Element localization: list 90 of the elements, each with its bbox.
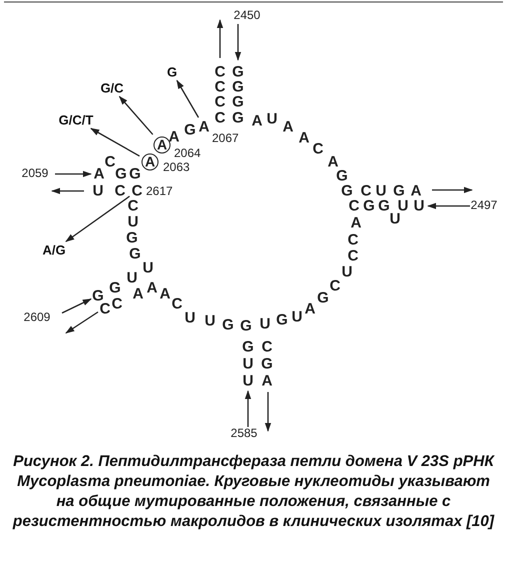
nucleotide-letter: G: [129, 166, 141, 182]
arrow: [176, 80, 200, 118]
nucleotide-letter: G: [341, 184, 353, 198]
position-number: 2067: [212, 132, 239, 144]
nucleotide-letter: C: [348, 248, 358, 264]
nucleotide-letter: A: [198, 120, 210, 134]
nucleotide-letter: G: [363, 198, 375, 214]
nucleotide-letter: C: [330, 278, 340, 294]
nucleotide-letter: G: [276, 312, 288, 328]
nucleotide-letter: G: [232, 80, 244, 94]
nucleotide-letter: A: [350, 216, 362, 230]
mutation-label: G/C: [100, 82, 124, 94]
nucleotide-letter: U: [414, 198, 424, 214]
nucleotide-letter: U: [204, 314, 216, 328]
nucleotide-letter: C: [262, 340, 272, 354]
nucleotide-letter: U: [342, 264, 352, 280]
nucleotide-letter: A: [160, 286, 170, 302]
position-number: 2450: [234, 9, 260, 21]
mutation-label: G: [166, 66, 178, 78]
nucleotide-letter: U: [184, 310, 196, 326]
nucleotide-letter: C: [172, 296, 182, 312]
nucleotide-letter: C: [348, 232, 358, 248]
nucleotide-letter: U: [390, 212, 400, 226]
nucleotide-letter: C: [112, 296, 122, 312]
nucleotide-letter: A: [94, 166, 104, 182]
nucleotide-letter: C: [360, 184, 372, 198]
nucleotide-letter: G: [261, 356, 273, 372]
nucleotide-letter: A: [282, 120, 294, 134]
nucleotide-letter: G: [240, 318, 252, 334]
nucleotide-letter: G: [109, 280, 121, 296]
nucleotide-letter: C: [214, 94, 226, 110]
circled-nucleotide: A: [142, 154, 158, 170]
nucleotide-letter: G: [393, 184, 405, 198]
nucleotide-letter: A: [252, 114, 262, 128]
arrow: [90, 128, 140, 157]
nucleotide-letter: U: [142, 260, 154, 276]
nucleotide-letter: U: [128, 214, 138, 230]
mutation-label: A/G: [42, 244, 66, 256]
nucleotide-letter: G: [378, 198, 390, 214]
nucleotide-letter: G: [336, 168, 348, 184]
nucleotide-letter: C: [214, 64, 226, 80]
nucleotide-letter: C: [114, 184, 126, 198]
nucleotide-letter: G: [92, 288, 104, 304]
nucleotide-letter: U: [92, 184, 104, 198]
nucleotide-letter: G: [184, 122, 196, 138]
nucleotide-letter: U: [242, 374, 254, 388]
nucleotide-letter: G: [129, 246, 141, 262]
nucleotide-letter: A: [298, 130, 310, 146]
nucleotide-letter: G: [317, 290, 329, 306]
nucleotide-letter: G: [126, 230, 138, 246]
nucleotide-letter: U: [376, 184, 386, 198]
nucleotide-letter: C: [312, 142, 324, 156]
circled-nucleotide: A: [154, 136, 170, 154]
nucleotide-letter: U: [126, 270, 138, 286]
nucleotide-letter: A: [328, 154, 338, 170]
nucleotide-letter: U: [242, 356, 254, 372]
nucleotide-letter: G: [115, 166, 127, 182]
position-number: 2063: [163, 161, 190, 173]
nucleotide-letter: A: [304, 302, 316, 316]
nucleotide-letter: C: [104, 154, 116, 170]
nucleotide-letter: U: [266, 112, 278, 126]
nucleotide-letter: U: [398, 198, 408, 214]
figure-caption: Рисунок 2. Пептидилтрансфераза петли домена V 23S рРНК Mycoplasma pneumoniae. Круговые нуклеотиды указывают на общие мутированные положения, связанные с резистентностью макролидов в клинических изолятах [10]: [12, 452, 496, 532]
nucleotide-letter: G: [222, 318, 234, 332]
nucleotide-letter: C: [214, 110, 226, 126]
nucleotide-letter: G: [232, 64, 244, 80]
nucleotide-letter: C: [214, 80, 226, 94]
nucleotide-letter: C: [128, 198, 138, 214]
nucleotide-letter: G: [242, 340, 254, 354]
position-number: 2585: [230, 427, 258, 439]
position-number: 2617: [146, 185, 173, 197]
nucleotide-letter: G: [232, 110, 244, 126]
nucleotide-letter: U: [260, 316, 270, 332]
position-number: 2609: [24, 311, 50, 323]
nucleotide-letter: U: [292, 310, 302, 324]
arrow: [65, 196, 130, 242]
nucleotide-letter: A: [146, 280, 158, 296]
nucleotide-letter: A: [262, 374, 272, 388]
position-number: 2059: [22, 167, 48, 179]
nucleotide-letter: G: [232, 94, 244, 110]
nucleotide-letter: A: [132, 286, 144, 302]
nucleotide-letter: C: [132, 184, 142, 198]
nucleotide-letter: C: [348, 198, 360, 214]
mutation-label: G/C/T: [58, 114, 94, 126]
nucleotide-letter: A: [168, 130, 180, 144]
position-number: 2064: [174, 147, 201, 159]
nucleotide-letter: C: [100, 302, 110, 316]
position-number: 2497: [470, 199, 498, 211]
nucleotide-letter: A: [410, 184, 422, 198]
arrow: [118, 96, 154, 135]
